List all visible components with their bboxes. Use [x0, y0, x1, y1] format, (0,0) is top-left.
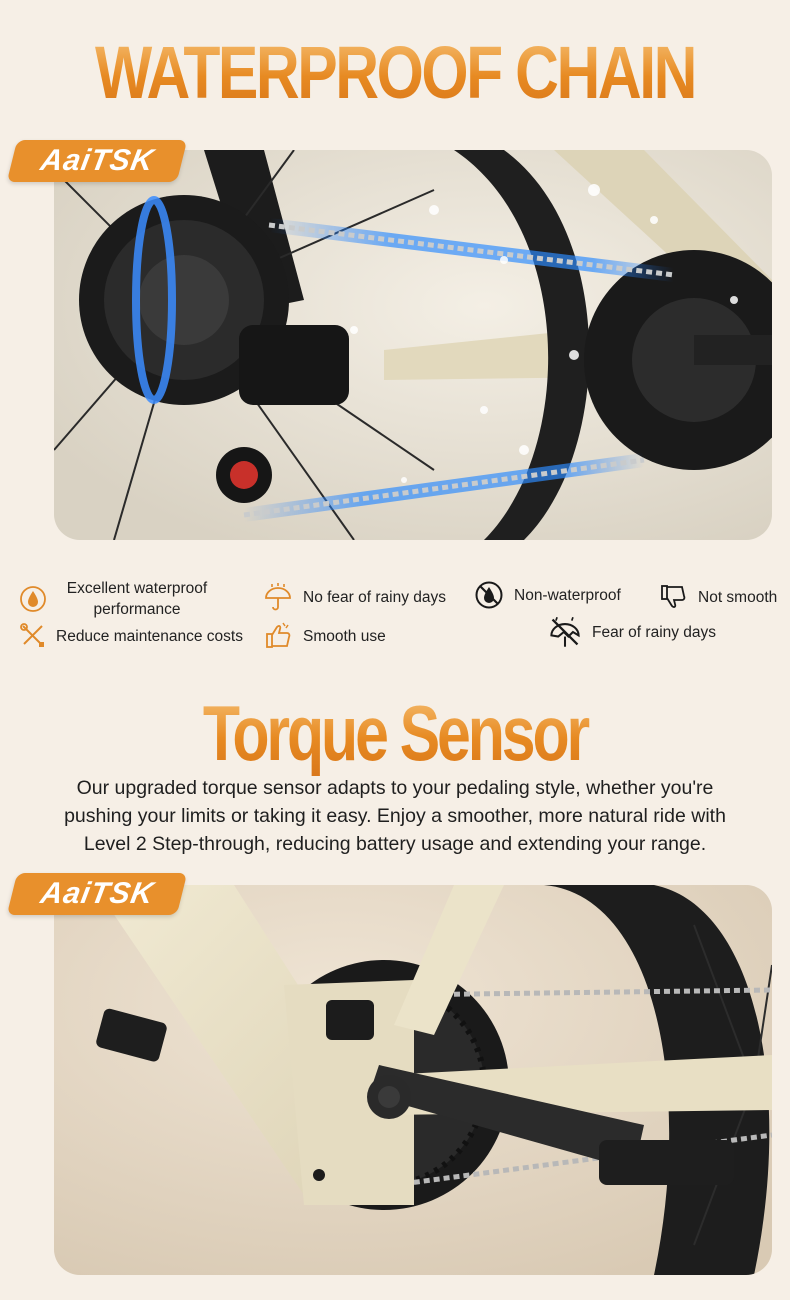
waterproof-chain-photo	[54, 150, 772, 540]
feature-not-smooth: Not smooth	[658, 582, 777, 612]
feature-reduce-maintenance: Reduce maintenance costs	[18, 621, 243, 651]
broken-umbrella-icon	[548, 615, 582, 649]
chain-illustration	[54, 150, 772, 540]
wrench-screwdriver-icon	[18, 621, 48, 651]
crank-illustration	[54, 885, 772, 1275]
torque-sensor-description: Our upgraded torque sensor adapts to you…	[64, 777, 726, 855]
thumbs-down-icon	[658, 582, 688, 612]
torque-sensor-photo	[54, 885, 772, 1275]
no-water-icon	[474, 580, 504, 610]
waterproof-chain-title: WATERPROOF CHAIN	[71, 30, 719, 115]
torque-sensor-title: Torque Sensor	[87, 688, 703, 779]
feature-smooth-use: Smooth use	[263, 621, 386, 651]
feature-non-waterproof: Non-waterproof	[474, 580, 621, 610]
brand-logo: AaiTSK	[6, 140, 188, 182]
water-drop-icon	[18, 584, 48, 614]
brand-logo-2: AaiTSK	[6, 873, 188, 915]
thumbs-up-icon	[263, 621, 293, 651]
umbrella-rain-icon	[263, 582, 293, 612]
feature-no-fear-rain: No fear of rainy days	[263, 582, 446, 612]
feature-fear-rainy-days: Fear of rainy days	[548, 615, 716, 649]
feature-excellent-waterproof: Excellent waterproof performance	[18, 578, 212, 620]
